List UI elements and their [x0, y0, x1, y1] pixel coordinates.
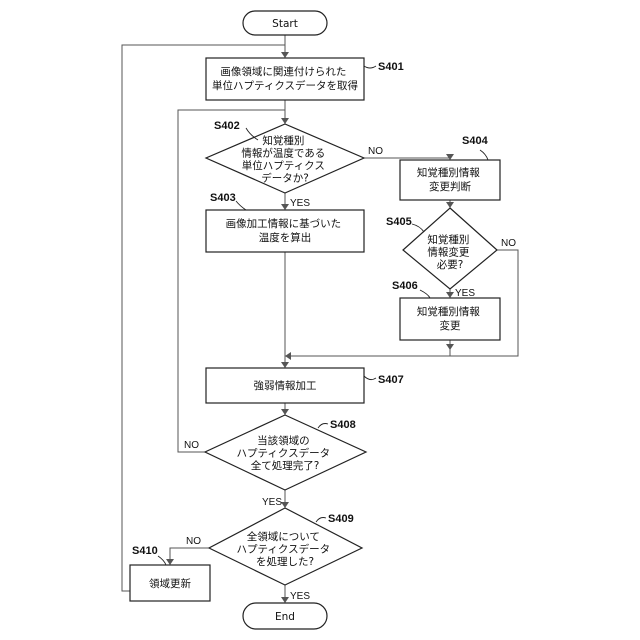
node-s405: 知覚種別 情報変更 必要?	[403, 208, 497, 289]
node-s403-line: 温度を算出	[259, 231, 312, 244]
leader-s408	[318, 424, 328, 429]
step-label-s408: S408	[330, 419, 356, 431]
node-end: End	[243, 603, 327, 629]
arrow-into-end	[281, 597, 289, 603]
leader-s404	[480, 150, 488, 160]
process-s404-shape	[400, 160, 500, 200]
leader-s409	[316, 518, 326, 523]
edge-label-s402-yes: YES	[290, 198, 310, 209]
process-s406-shape	[400, 298, 500, 340]
node-start: Start	[243, 11, 327, 35]
node-s402: 知覚種別 情報が温度である 単位ハプティクス データか?	[206, 124, 364, 193]
arrow-into-s401	[281, 52, 289, 58]
node-start-text: Start	[272, 18, 298, 30]
node-s404: 知覚種別情報 変更判断	[400, 160, 500, 200]
arrow-into-s404	[446, 154, 454, 160]
node-s406-line: 変更	[440, 319, 461, 332]
node-s403-line: 画像加工情報に基づいた	[226, 217, 342, 230]
node-s401-line: 単位ハプティクスデータを取得	[212, 79, 358, 92]
arrow-into-s403	[281, 204, 289, 210]
node-s408-line: 全て処理完了?	[251, 459, 320, 472]
step-label-s406: S406	[392, 280, 418, 292]
node-s407: 強弱情報加工	[206, 368, 364, 403]
leader-s406	[420, 290, 430, 298]
arrow-merge	[285, 352, 291, 360]
edge-label-s405-no: NO	[501, 238, 516, 249]
node-s405-line: 知覚種別	[427, 233, 469, 246]
node-s406: 知覚種別情報 変更	[400, 298, 500, 340]
node-s402-line: 単位ハプティクス	[242, 159, 325, 172]
step-label-s404: S404	[462, 135, 489, 147]
step-label-s405: S405	[386, 216, 412, 228]
node-s402-line: データか?	[261, 172, 309, 185]
arrow-into-s408	[281, 409, 289, 415]
node-s409-line: 全領域について	[247, 530, 320, 543]
node-s405-line: 情報変更	[427, 246, 469, 259]
node-s406-line: 知覚種別情報	[417, 305, 480, 318]
node-s408-line: ハプティクスデータ	[237, 447, 331, 460]
node-end-line: End	[275, 611, 295, 623]
node-s405-line: 必要?	[437, 258, 464, 271]
node-s409-line: を処理した?	[256, 555, 314, 568]
node-s410: 領域更新	[130, 565, 210, 601]
step-label-s410: S410	[132, 545, 158, 557]
node-s409-line: ハプティクスデータ	[237, 543, 331, 556]
arrow-into-s407	[281, 362, 289, 368]
step-label-s401: S401	[378, 61, 404, 73]
node-s410-line: 領域更新	[149, 577, 191, 590]
node-s408-line: 当該領域の	[257, 434, 310, 447]
step-label-s407: S407	[378, 374, 404, 386]
edge-s409-no	[170, 548, 209, 565]
node-s404-line: 知覚種別情報	[417, 166, 480, 179]
edge-label-s409-no: NO	[186, 536, 201, 547]
node-s407-text: 強弱情報加工	[254, 379, 317, 392]
step-label-s402: S402	[214, 120, 240, 132]
node-s403: 画像加工情報に基づいた 温度を算出	[206, 210, 364, 252]
node-s404-line: 変更判断	[429, 180, 471, 193]
edge-label-s408-yes: YES	[262, 497, 282, 508]
arrow-into-s402	[281, 118, 289, 124]
leader-s405	[412, 224, 424, 232]
edge-s410-loop	[122, 45, 285, 591]
node-s401-line: 画像領域に関連付けられた	[220, 65, 346, 78]
arrow-into-s406	[446, 292, 454, 298]
node-end-text: End	[275, 611, 295, 623]
leader-s407	[364, 376, 376, 380]
process-s403-shape	[206, 210, 364, 252]
edge-label-s402-no: NO	[368, 146, 383, 157]
node-s402-line: 知覚種別	[262, 134, 304, 147]
arrow-s406-merge	[446, 344, 454, 350]
edge-label-s405-yes: YES	[455, 288, 475, 299]
arrow-into-s409	[281, 502, 289, 508]
node-start-line: Start	[272, 18, 298, 30]
step-label-s409: S409	[328, 513, 354, 525]
edge-label-s409-yes: YES	[290, 591, 310, 602]
node-s410-text: 領域更新	[149, 577, 191, 590]
node-s407-line: 強弱情報加工	[254, 379, 317, 392]
node-s401: 画像領域に関連付けられた 単位ハプティクスデータを取得	[206, 58, 364, 100]
leader-s403	[236, 201, 246, 210]
process-s401-shape	[206, 58, 364, 100]
node-s402-line: 情報が温度である	[241, 147, 325, 160]
arrow-into-s410	[166, 559, 174, 565]
leader-s401	[364, 66, 376, 68]
edge-label-s408-no: NO	[184, 440, 199, 451]
arrow-into-s405	[446, 202, 454, 208]
leader-s410	[158, 556, 166, 565]
step-label-s403: S403	[210, 192, 236, 204]
